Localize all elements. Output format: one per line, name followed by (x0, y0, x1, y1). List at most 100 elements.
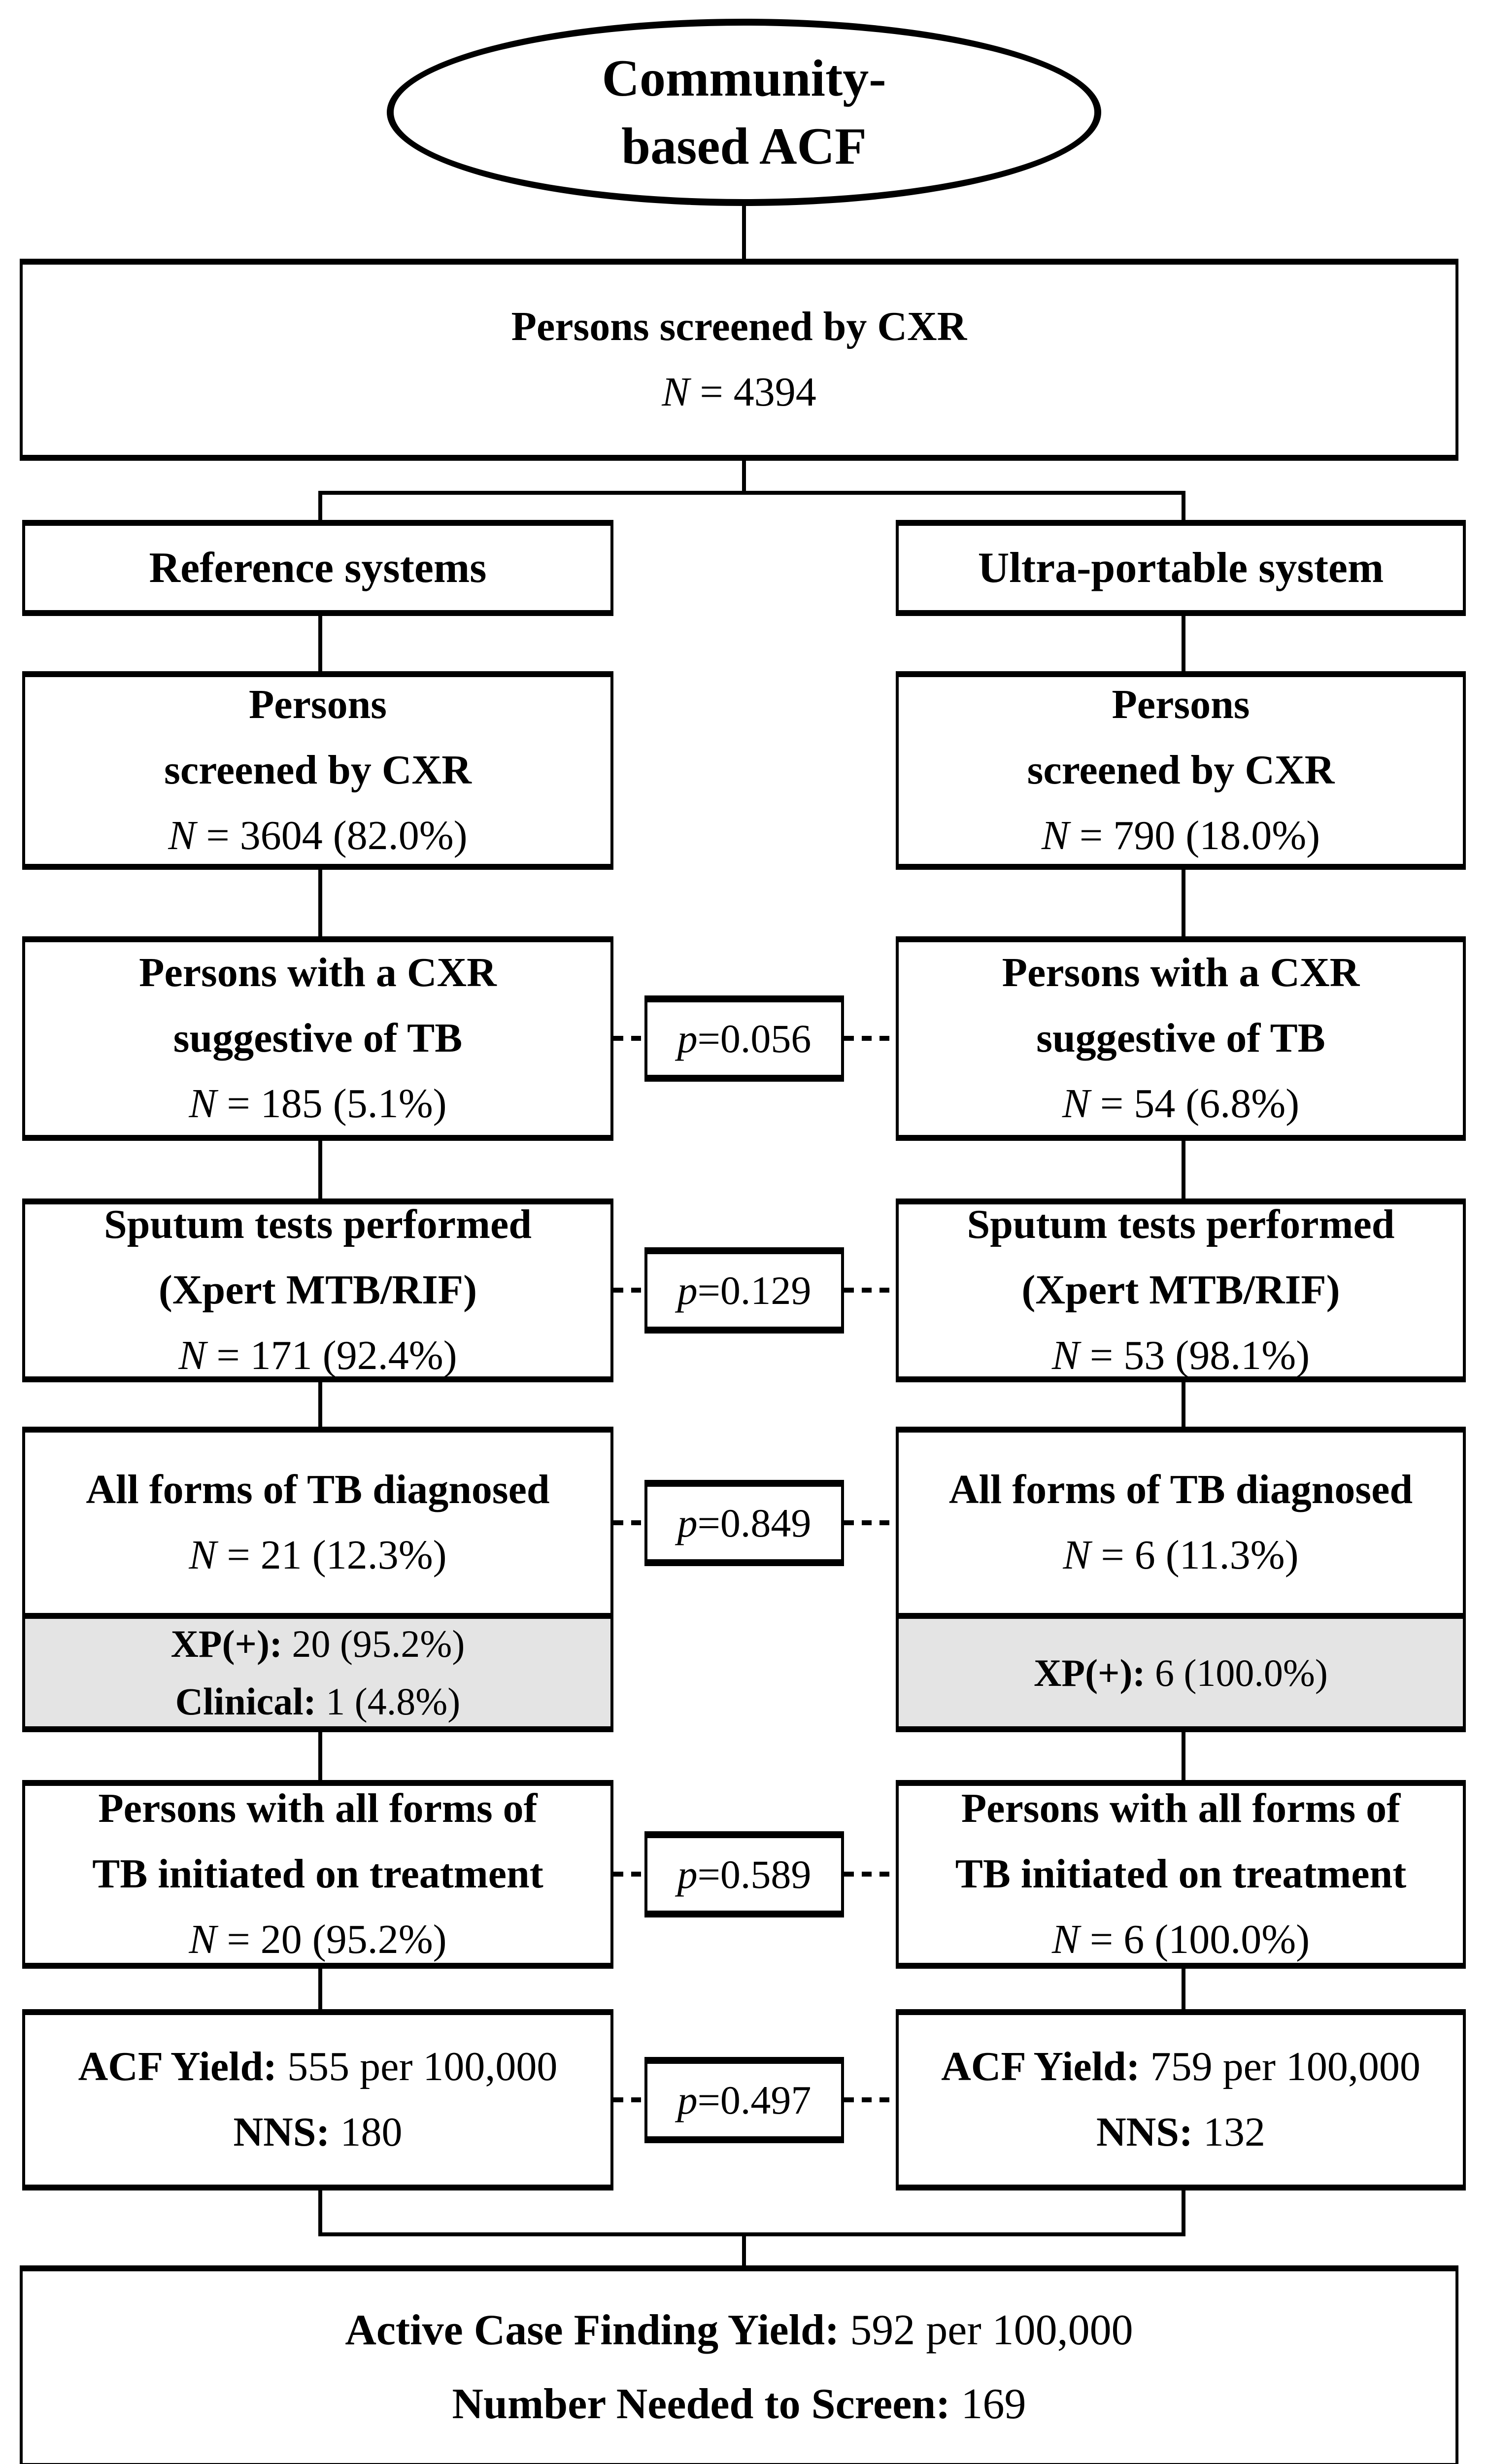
n-rest: = 53 (98.1%) (1079, 1332, 1310, 1378)
box-text: (Xpert MTB/RIF) (158, 1267, 477, 1313)
box-right-cxr-suggestive: Persons with a CXR suggestive of TB N = … (896, 936, 1466, 1141)
oval-community-based-acf: Community- based ACF (387, 19, 1101, 206)
connector-right-4 (1182, 1382, 1185, 1427)
box-text: suggestive of TB (1036, 1015, 1325, 1061)
n-rest: = 20 (95.2%) (216, 1916, 447, 1962)
box-left-tb-diagnosed: All forms of TB diagnosed N = 21 (12.3%) (22, 1427, 613, 1619)
summary-yield-label: Active Case Finding Yield: (345, 2306, 840, 2354)
sub-value: 6 (100.0%) (1145, 1651, 1328, 1694)
summary-nns-label: Number Needed to Screen: (452, 2380, 950, 2428)
n-symbol: N (178, 1332, 206, 1378)
box-n-value: N = 3604 (82.0%) (168, 803, 467, 869)
header-reference-systems: Reference systems (22, 520, 613, 616)
sub-line: XP(+): 6 (100.0%) (1034, 1644, 1328, 1702)
box-n-value: N = 171 (92.4%) (178, 1323, 457, 1389)
connector-split-horizontal (318, 491, 1185, 495)
yield-label: ACF Yield: (78, 2044, 277, 2090)
sub-line: Clinical: 1 (4.8%) (175, 1673, 460, 1730)
box-text: Persons with a CXR (139, 950, 497, 996)
p-rest: =0.589 (697, 1851, 812, 1897)
p-symbol: p (677, 1267, 698, 1313)
box-left-cxr-suggestive: Persons with a CXR suggestive of TB N = … (22, 936, 613, 1141)
summary-nns-value: 169 (950, 2380, 1026, 2428)
pvalue-box-3: p=0.849 (644, 1480, 844, 1566)
yield-label: ACF Yield: (941, 2044, 1140, 2090)
box-text: Persons with all forms of (961, 1785, 1401, 1832)
box-left-treatment: Persons with all forms of TB initiated o… (22, 1780, 613, 1969)
yield-value: 759 per 100,000 (1140, 2044, 1420, 2090)
summary-nns-line: Number Needed to Screen: 169 (452, 2367, 1026, 2441)
n-rest: = 171 (92.4%) (206, 1332, 457, 1378)
connector-left-6 (318, 1969, 322, 2009)
n-rest: = 6 (100.0%) (1079, 1916, 1310, 1962)
sub-label: Clinical: (175, 1680, 316, 1723)
connector-split-right (1182, 491, 1185, 520)
box-persons-screened-total: Persons screened by CXR N = 4394 (20, 259, 1458, 461)
pvalue-box-4: p=0.589 (644, 1831, 844, 1917)
subbox-left-xp-clinical: XP(+): 20 (95.2%) Clinical: 1 (4.8%) (22, 1619, 613, 1732)
connector-merge-horizontal (318, 2232, 1185, 2236)
dash-left-p5 (613, 2097, 645, 2102)
header-label: Reference systems (149, 544, 487, 592)
pvalue-box-2: p=0.129 (644, 1247, 844, 1334)
n-symbol: N (189, 1532, 217, 1578)
box-summary: Active Case Finding Yield: 592 per 100,0… (20, 2265, 1458, 2464)
box-left-screened: Persons screened by CXR N = 3604 (82.0%) (22, 671, 613, 870)
n-symbol: N (189, 1916, 217, 1962)
sub-label: XP(+): (170, 1622, 282, 1665)
box-left-acf-yield: ACF Yield: 555 per 100,000 NNS: 180 (22, 2009, 613, 2190)
connector-merge-right (1182, 2190, 1185, 2236)
n-rest: = 6 (11.3%) (1090, 1532, 1299, 1578)
summary-yield-line: Active Case Finding Yield: 592 per 100,0… (345, 2293, 1133, 2367)
sub-value: 1 (4.8%) (316, 1680, 461, 1723)
box-n-value: N = 20 (95.2%) (189, 1907, 446, 1973)
n-symbol: N (1041, 812, 1069, 858)
box-text: All forms of TB diagnosed (948, 1467, 1413, 1513)
box-text: Sputum tests performed (967, 1201, 1395, 1248)
header-label: Ultra-portable system (978, 544, 1384, 592)
nns-line: NNS: 180 (233, 2100, 402, 2165)
box-text: All forms of TB diagnosed (86, 1467, 550, 1513)
p-symbol: p (677, 1500, 698, 1545)
oval-line2: based ACF (621, 117, 867, 175)
n-symbol: N (189, 1080, 217, 1127)
p-rest: =0.497 (697, 2077, 812, 2122)
sub-value: 20 (95.2%) (282, 1622, 465, 1665)
box-n-value: N = 6 (100.0%) (1052, 1907, 1310, 1973)
p-rest: =0.056 (697, 1016, 812, 1061)
dash-left-p4 (613, 1872, 645, 1877)
box-right-screened: Persons screened by CXR N = 790 (18.0%) (896, 671, 1466, 870)
p-rest: =0.849 (697, 1500, 812, 1545)
connector-left-3 (318, 1141, 322, 1198)
sub-label: XP(+): (1034, 1651, 1146, 1694)
connector-right-6 (1182, 1969, 1185, 2009)
n-rest: = 3604 (82.0%) (196, 812, 468, 858)
dash-left-p3 (613, 1520, 645, 1525)
connector-left-4 (318, 1382, 322, 1427)
connector-left-1 (318, 616, 322, 671)
box-text: Persons (249, 682, 387, 728)
yield-line: ACF Yield: 555 per 100,000 (78, 2034, 558, 2100)
n-symbol: N (1063, 1532, 1091, 1578)
box-left-sputum: Sputum tests performed (Xpert MTB/RIF) N… (22, 1198, 613, 1382)
nns-line: NNS: 132 (1096, 2100, 1265, 2165)
n-symbol: N (1051, 1916, 1080, 1962)
header-ultra-portable-system: Ultra-portable system (896, 520, 1466, 616)
connector-merge-left (318, 2190, 322, 2236)
box-right-sputum: Sputum tests performed (Xpert MTB/RIF) N… (896, 1198, 1466, 1382)
yield-line: ACF Yield: 759 per 100,000 (941, 2034, 1420, 2100)
connector-left-5 (318, 1732, 322, 1780)
connector-right-5 (1182, 1732, 1185, 1780)
dash-right-p1 (844, 1036, 897, 1041)
dash-left-p1 (613, 1036, 645, 1041)
connector-left-2 (318, 870, 322, 936)
box-text: screened by CXR (164, 747, 472, 793)
sub-line: XP(+): 20 (95.2%) (171, 1615, 465, 1673)
n-rest: = 54 (6.8%) (1089, 1080, 1300, 1127)
box-n-value: N = 54 (6.8%) (1062, 1071, 1299, 1137)
subbox-right-xp: XP(+): 6 (100.0%) (896, 1619, 1466, 1732)
n-symbol: N (662, 369, 690, 415)
connector-right-3 (1182, 1141, 1185, 1198)
p-rest: =0.129 (697, 1267, 812, 1313)
pvalue-box-5: p=0.497 (644, 2057, 844, 2143)
